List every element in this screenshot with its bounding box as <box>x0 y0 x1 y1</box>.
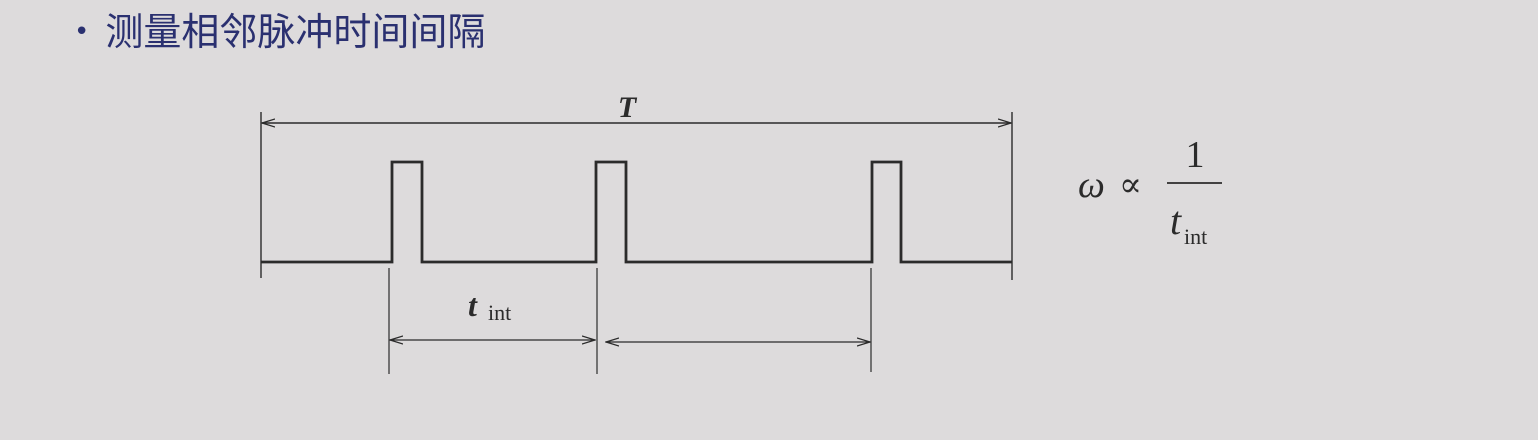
bullet-text: 测量相邻脉冲时间间隔 <box>105 10 486 54</box>
formula-relation: ∝ <box>1119 167 1142 204</box>
interval-label-sub: int <box>488 300 511 325</box>
formula-lhs: ω <box>1078 164 1105 206</box>
period-label: T <box>618 91 638 124</box>
pulse-train <box>261 160 1012 264</box>
bullet-item: • 测量相邻脉冲时间间隔 <box>74 6 485 58</box>
formula-denominator-sub: int <box>1184 224 1207 249</box>
bullet-dot-icon: • <box>74 17 90 47</box>
interval-label-main: t <box>468 287 478 323</box>
formula-denominator-main: t <box>1170 198 1182 243</box>
formula-numerator: 1 <box>1186 134 1205 176</box>
